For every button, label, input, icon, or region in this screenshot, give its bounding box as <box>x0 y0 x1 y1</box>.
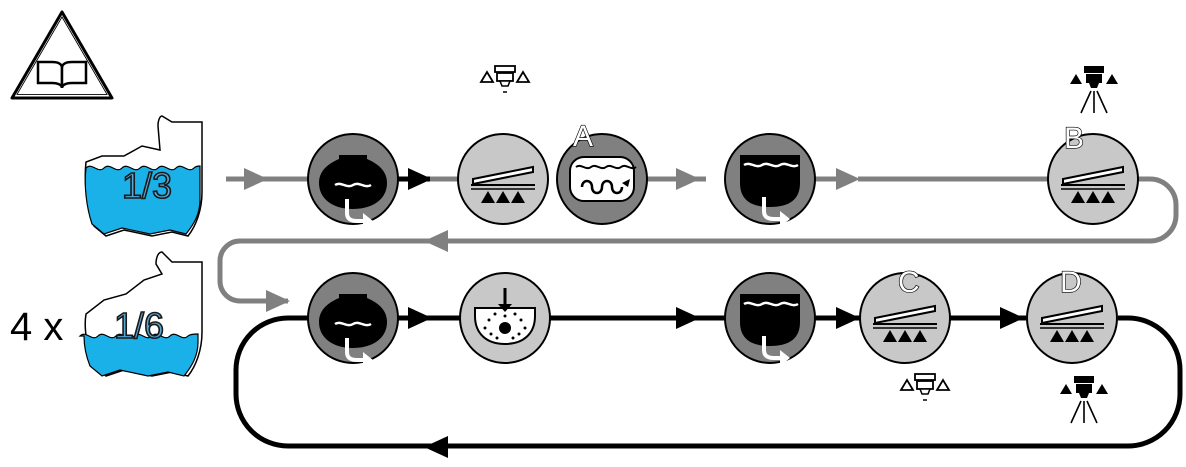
flow-row-2 <box>233 307 1183 458</box>
label-b: B <box>1064 122 1084 155</box>
multiplier-label: 4 x <box>10 305 63 349</box>
label-a: A <box>573 120 593 153</box>
tank-fraction-upper: 1/3 <box>122 165 172 206</box>
label-d: D <box>1060 266 1082 299</box>
node-tank-drain-1 <box>724 133 816 229</box>
read-manual-icon <box>10 10 114 100</box>
nozzles-off-icon <box>900 373 950 401</box>
tank-fraction-lower: 1/6 <box>114 305 164 346</box>
tank-one-third: 1/3 <box>84 115 203 237</box>
node-agitation <box>556 133 648 225</box>
nozzles-off-icon <box>480 65 530 93</box>
node-pump-drain-1 <box>307 133 399 231</box>
nozzles-spraying-icon <box>1069 65 1119 114</box>
tank-agitation-icon <box>568 155 638 203</box>
node-pump-drain-2 <box>307 272 399 370</box>
tank-one-sixth: 4 x 1/6 <box>10 251 203 377</box>
node-boom-1 <box>457 133 549 225</box>
node-boom-b <box>1047 133 1139 225</box>
label-c: C <box>898 266 920 299</box>
node-rinse <box>459 272 551 364</box>
nozzles-spraying-icon <box>1059 375 1109 424</box>
flow-row-1 <box>217 168 1179 312</box>
node-tank-drain-2 <box>724 272 816 368</box>
